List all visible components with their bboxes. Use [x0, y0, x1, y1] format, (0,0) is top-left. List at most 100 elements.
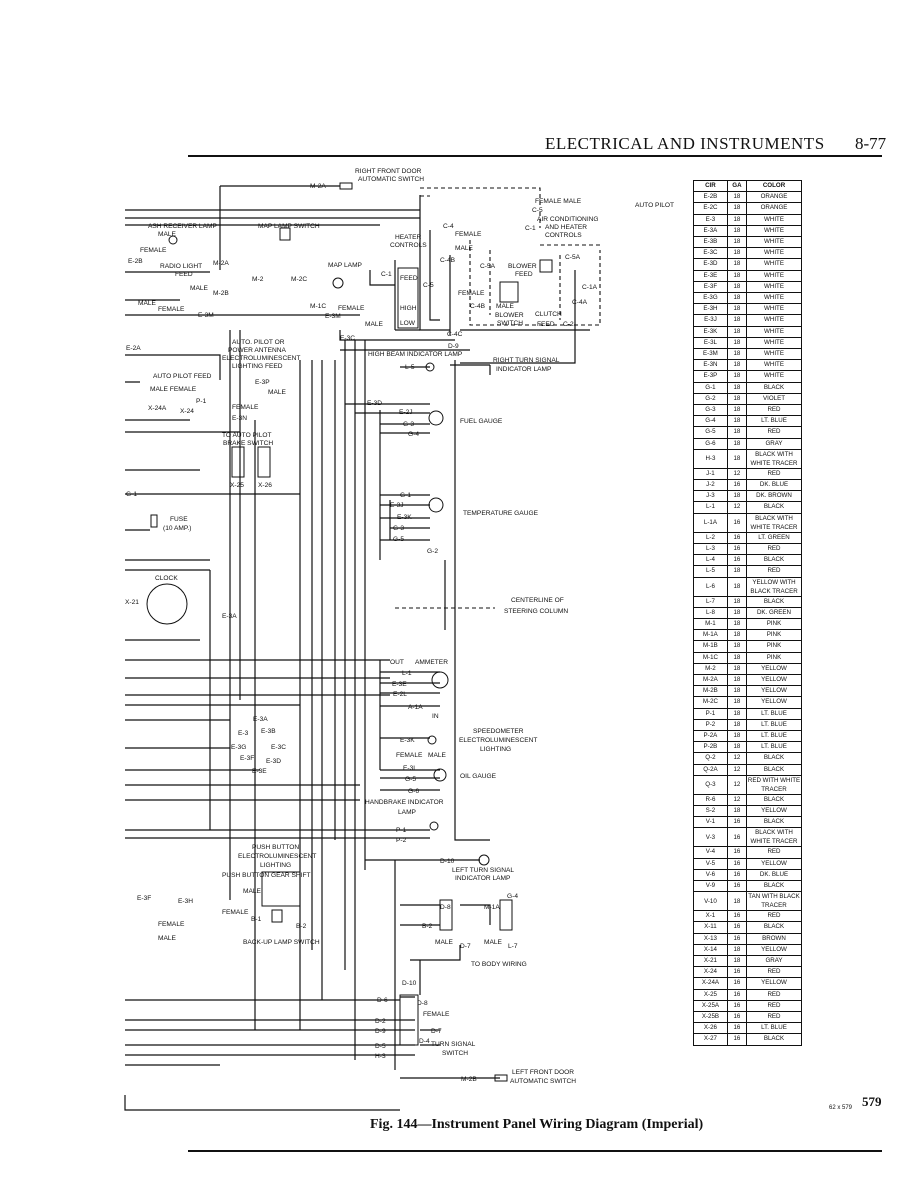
- label-clock: CLOCK: [155, 575, 178, 582]
- cell-color: WHITE: [746, 292, 802, 305]
- label-e3e2: E-3E: [252, 768, 267, 775]
- cell-color: RED WITH WHITE TRACER: [746, 774, 802, 795]
- label-d10b: D-10: [402, 980, 417, 987]
- col-color: COLOR: [746, 179, 802, 193]
- label-controls: CONTROLS: [390, 242, 427, 249]
- cell-color: YELLOW: [746, 977, 802, 990]
- label-e3f: E-3F: [240, 755, 254, 762]
- cell-cir: Q-3: [693, 774, 728, 795]
- cell-ga: 18: [726, 404, 748, 417]
- cell-color: WHITE: [746, 224, 802, 238]
- cell-color: PINK: [746, 640, 802, 653]
- cell-cir: L-5: [693, 565, 728, 578]
- label-e3c2: E-3C: [271, 744, 286, 751]
- cell-ga: 16: [726, 554, 748, 567]
- cell-ga: 18: [726, 576, 748, 597]
- cell-cir: X-27: [693, 1033, 728, 1046]
- cell-cir: V-5: [693, 857, 728, 870]
- label-g3: G-3: [403, 421, 414, 428]
- cell-cir: V-4: [693, 846, 728, 859]
- label-c1-top: C-1: [525, 225, 536, 232]
- label-auto-pilot-or: AUTO. PILOT OR: [232, 339, 285, 346]
- label-female7: FEMALE: [396, 752, 423, 759]
- cell-ga: 18: [726, 629, 748, 642]
- cell-cir: M-1A: [693, 629, 728, 642]
- blower-switch-icon: [499, 281, 519, 303]
- label-p2: P-2: [396, 837, 407, 844]
- cell-color: WHITE: [746, 303, 802, 316]
- cell-color: WHITE: [746, 370, 802, 383]
- cell-cir: P-2: [693, 718, 728, 731]
- cell-cir: E-3B: [693, 236, 728, 249]
- cell-ga: 18: [726, 617, 748, 631]
- gear-shift-box-icon: [261, 871, 301, 907]
- label-male-female: MALE FEMALE: [150, 386, 197, 393]
- label-e3e: E-3E: [392, 681, 407, 688]
- cell-ga: 18: [726, 269, 748, 282]
- label-map-switch: MAP LAMP SWITCH: [258, 223, 320, 230]
- cell-ga: 18: [726, 565, 748, 578]
- label-ash-lamp: ASH RECEIVER LAMP: [148, 223, 217, 230]
- label-e3k: E-3K: [397, 514, 412, 521]
- cell-cir: X-26: [693, 1022, 728, 1035]
- label-male3: MALE: [190, 285, 209, 292]
- label-p1: P-1: [196, 398, 207, 405]
- label-lighting-feed: LIGHTING FEED: [232, 363, 283, 370]
- label-high-beam: HIGH BEAM INDICATOR LAMP: [368, 351, 463, 358]
- label-map-lamp: MAP LAMP: [328, 262, 363, 269]
- cell-color: RED: [746, 910, 802, 923]
- left-door-switch-icon: [494, 1074, 508, 1082]
- label-m2a-top: M-2A: [310, 183, 326, 190]
- cell-color: BLACK: [746, 763, 802, 776]
- cell-cir: Q-2: [693, 752, 728, 765]
- label-d7b: D-7: [431, 1028, 442, 1035]
- label-push-button: PUSH BUTTON: [252, 844, 299, 851]
- label-e3c: E-3C: [340, 335, 355, 342]
- cell-cir: L-3: [693, 542, 728, 556]
- cell-ga: 18: [726, 943, 748, 956]
- cell-color: BLACK WITH WHITE TRACER: [746, 512, 802, 533]
- label-d4: D-4: [419, 1038, 430, 1045]
- label-ammeter: AMMETER: [415, 659, 448, 666]
- map-lamp-icon: [332, 277, 344, 289]
- cell-ga: 16: [726, 1033, 748, 1046]
- cell-cir: G-5: [693, 426, 728, 439]
- label-temp-gauge: TEMPERATURE GAUGE: [463, 510, 539, 517]
- speedometer-lighting-icon: [427, 735, 437, 745]
- cell-ga: 18: [726, 224, 748, 238]
- oil-gauge-icon: [433, 768, 447, 782]
- label-x24: X-24: [180, 408, 194, 415]
- cell-color: GRAY: [746, 954, 802, 968]
- cell-cir: X-13: [693, 932, 728, 945]
- label-male10: MALE: [158, 935, 177, 942]
- cell-ga: 12: [726, 793, 748, 806]
- cell-color: GRAY: [746, 437, 802, 450]
- cell-ga: 18: [726, 685, 748, 698]
- clutch-switch-icon: [539, 259, 553, 273]
- label-right-turn2: INDICATOR LAMP: [496, 366, 552, 373]
- cell-cir: X-25: [693, 988, 728, 1001]
- label-low: LOW: [400, 320, 416, 327]
- cell-ga: 18: [726, 325, 748, 338]
- label-female1: FEMALE: [140, 247, 167, 254]
- label-female5: FEMALE: [338, 305, 365, 312]
- cell-color: VIOLET: [746, 392, 802, 406]
- label-switch: SWITCH: [497, 320, 523, 327]
- label-m2: M-2: [252, 276, 264, 283]
